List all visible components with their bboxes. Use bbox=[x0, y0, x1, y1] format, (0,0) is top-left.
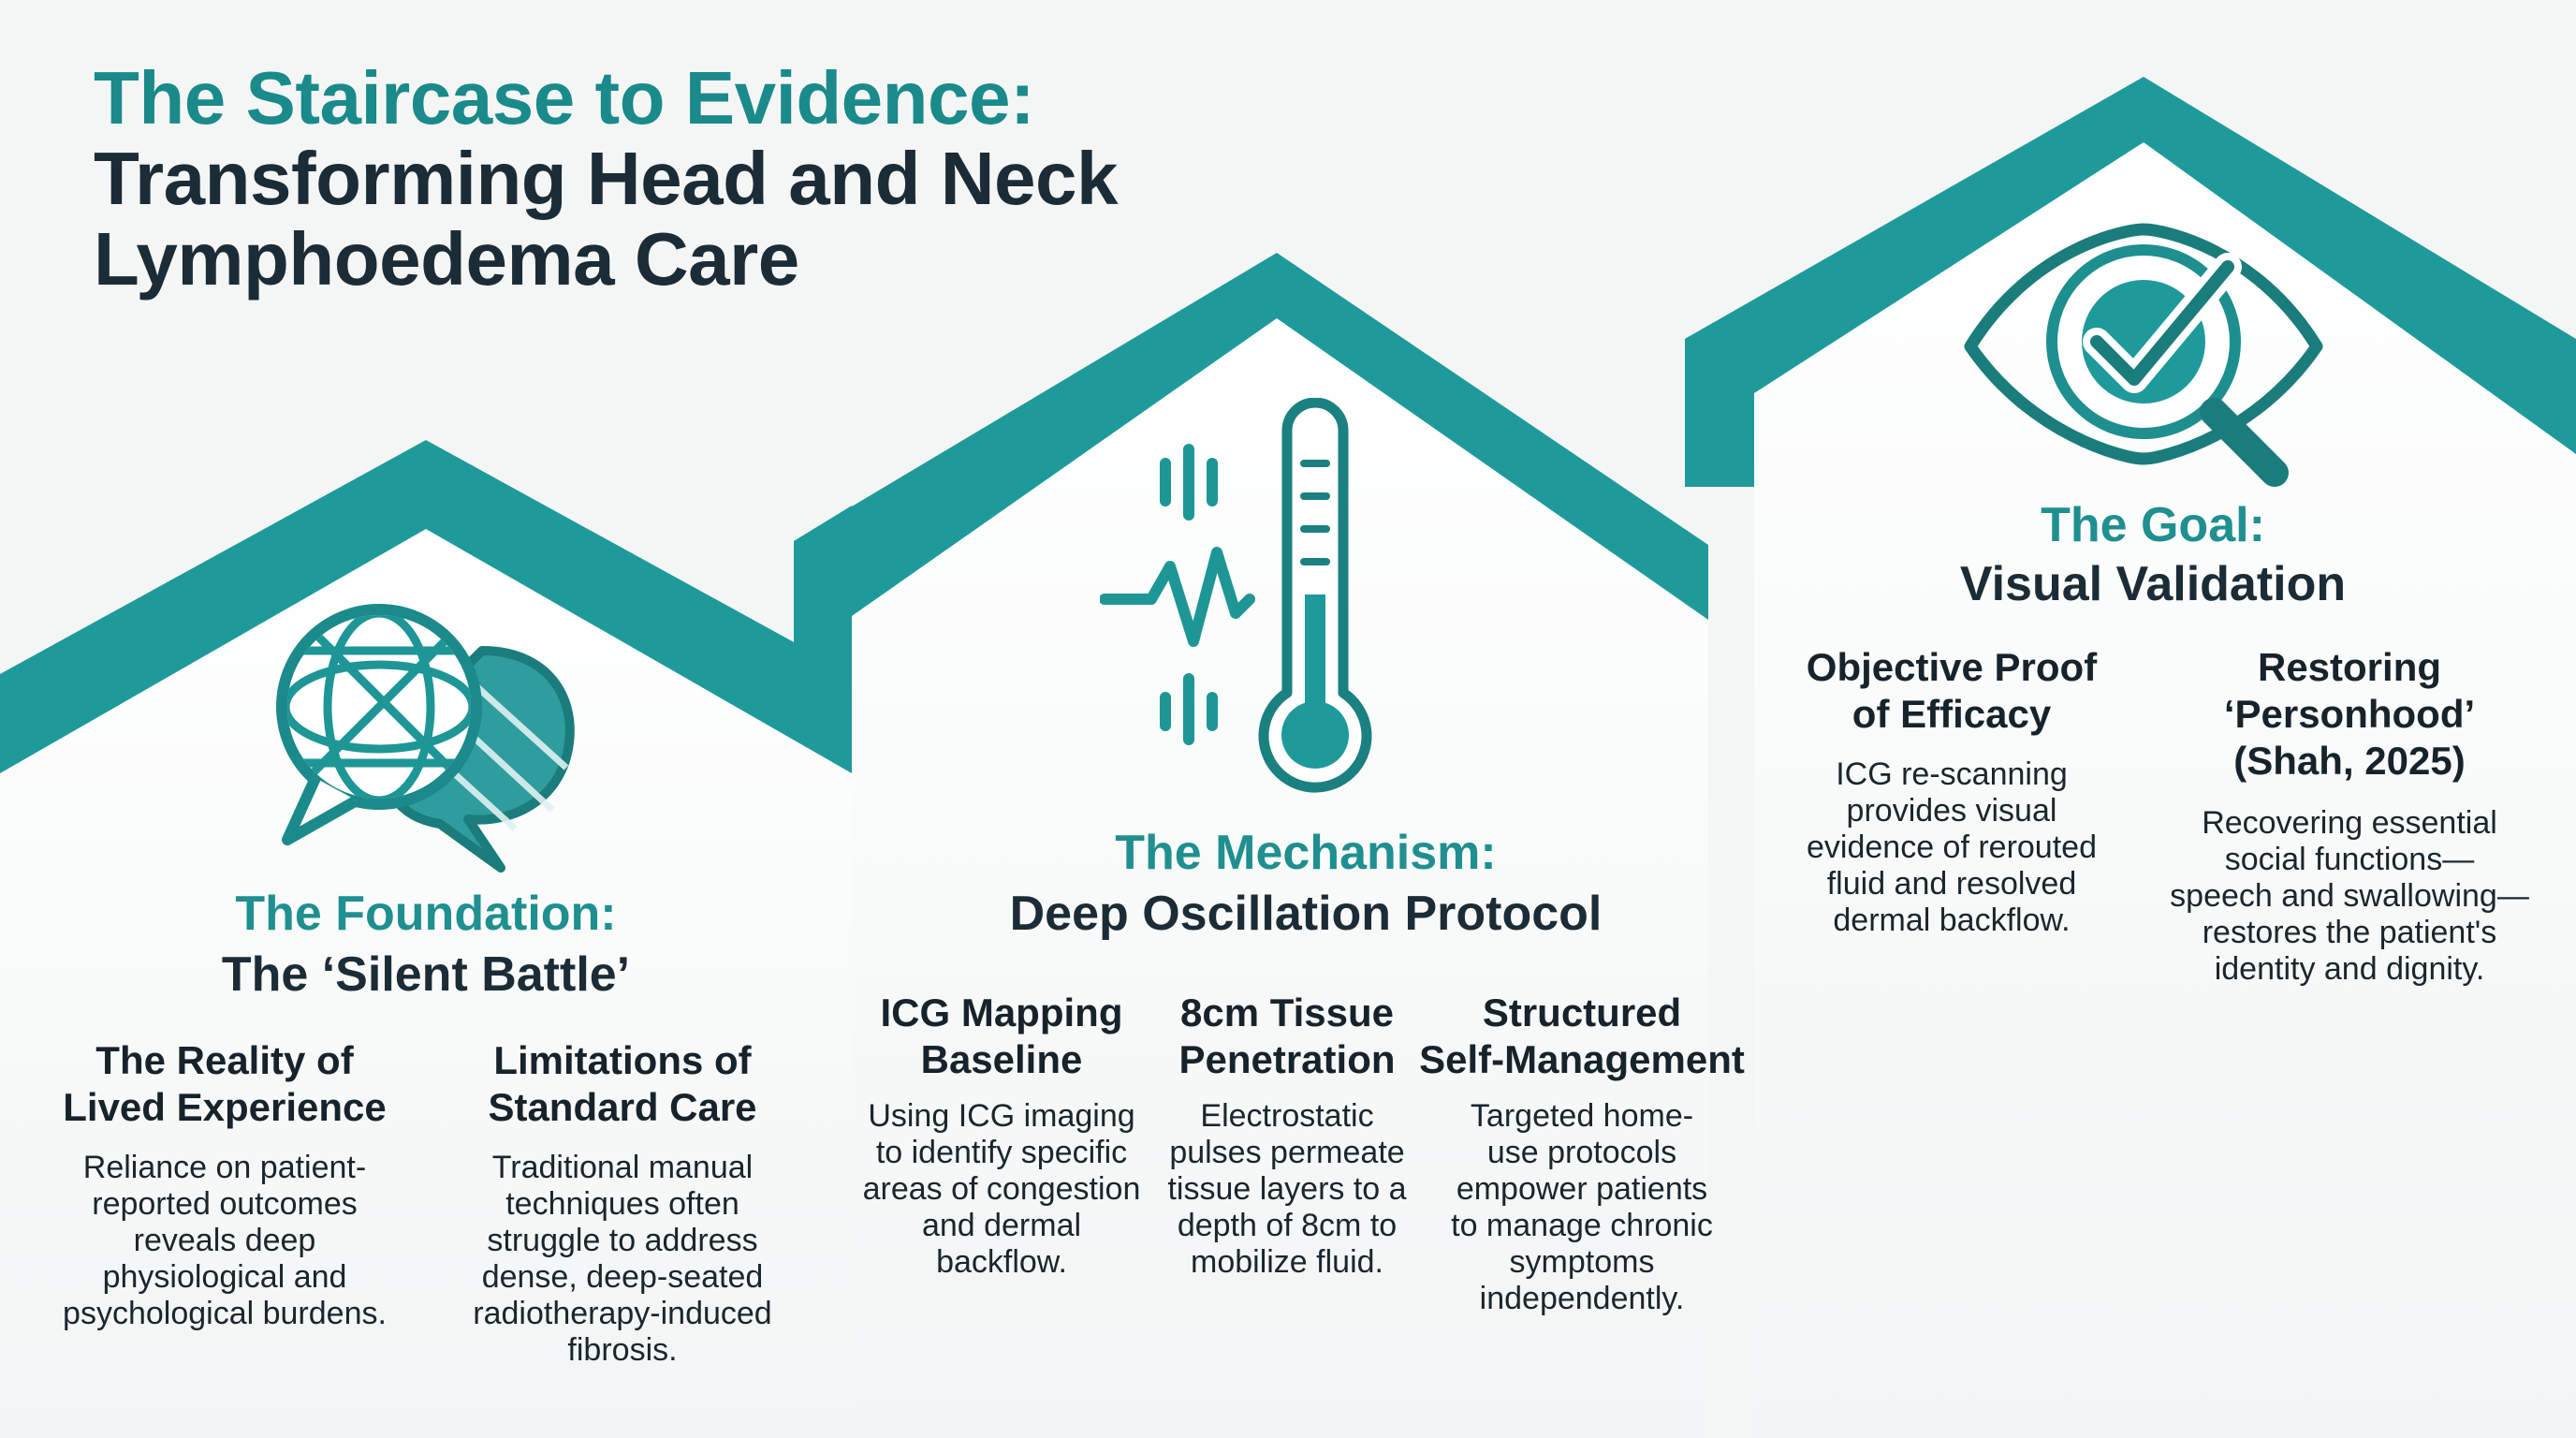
step-1-col-2-body: Traditional manual techniques often stru… bbox=[473, 1150, 772, 1368]
thermometer-pulse-icon bbox=[1100, 398, 1372, 793]
page-title: The Staircase to Evidence: Transforming … bbox=[94, 58, 1118, 300]
step-2-col-3-title: Structured Self-Management bbox=[1419, 990, 1745, 1081]
roof-step-3 bbox=[1685, 77, 2576, 487]
step-3-col-1-title: Objective Proof of Efficacy bbox=[1806, 645, 2098, 736]
roof-connector-1-2 bbox=[794, 506, 852, 674]
step-2-col-2-title: 8cm Tissue Penetration bbox=[1178, 990, 1396, 1081]
roof-step-1 bbox=[0, 440, 852, 773]
step-1-panel bbox=[0, 529, 852, 1438]
step-1-heading-main: The ‘Silent Battle’ bbox=[221, 947, 631, 1002]
speech-bubbles-icon bbox=[276, 604, 575, 873]
step-3-col-1-body: ICG re-scanning provides visual evidence… bbox=[1807, 756, 2097, 938]
roof-step-2 bbox=[794, 253, 1708, 674]
step-3-col-2-body: Recovering essential social functions— s… bbox=[2170, 805, 2529, 987]
title-line-1: The Staircase to Evidence: bbox=[94, 56, 1035, 139]
step-3-heading-main: Visual Validation bbox=[1959, 557, 2347, 611]
step-2-col-1-title: ICG Mapping Baseline bbox=[880, 990, 1123, 1081]
title-line-3: Lymphoedema Care bbox=[94, 217, 799, 301]
step-2-col-2-body: Electrostatic pulses permeate tissue lay… bbox=[1167, 1098, 1407, 1280]
step-2-heading-main: Deep Oscillation Protocol bbox=[1009, 887, 1603, 941]
step-3-panel bbox=[1754, 142, 2576, 1438]
step-2-panel bbox=[852, 318, 1708, 1438]
eye-check-magnifier-icon bbox=[1964, 223, 2323, 487]
step-1-col-1-body: Reliance on patient- reported outcomes r… bbox=[63, 1150, 387, 1331]
step-2-col-3-body: Targeted home- use protocols empower pat… bbox=[1451, 1098, 1713, 1316]
roof-connector-2-3 bbox=[1685, 300, 1754, 487]
title-line-2: Transforming Head and Neck bbox=[94, 137, 1118, 220]
step-3-heading-accent: The Goal: bbox=[2041, 498, 2265, 552]
step-2-col-1-body: Using ICG imaging to identify specific a… bbox=[862, 1098, 1141, 1280]
step-1-col-1-title: The Reality of Lived Experience bbox=[63, 1038, 387, 1129]
step-1-col-2-title: Limitations of Standard Care bbox=[488, 1038, 757, 1129]
step-3-col-2-title: Restoring ‘Personhood’ (Shah, 2025) bbox=[2223, 645, 2476, 783]
step-2-heading-accent: The Mechanism: bbox=[1115, 826, 1497, 880]
step-1-heading-accent: The Foundation: bbox=[235, 887, 617, 941]
